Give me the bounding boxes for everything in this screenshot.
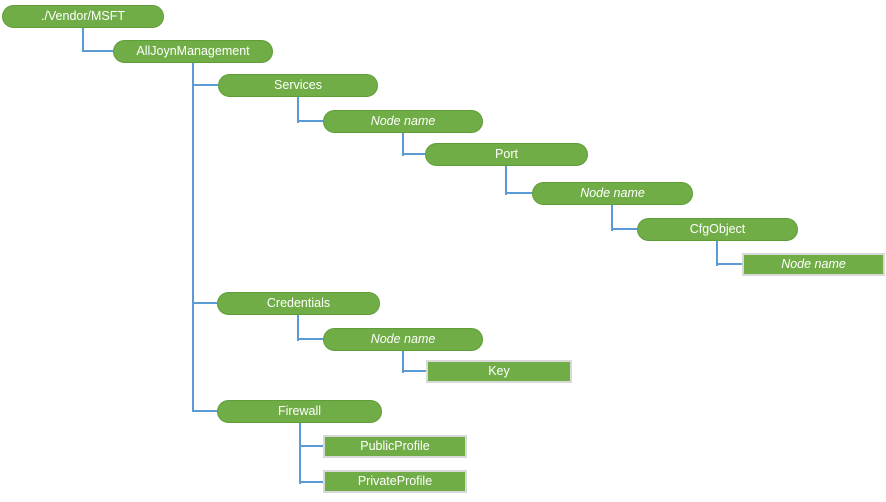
connector-segment [82, 28, 84, 52]
tree-node-cfgobject-node-name: Node name [742, 253, 885, 276]
tree-node-label: Node name [580, 185, 645, 200]
tree-node-label: Key [488, 363, 510, 378]
connector-segment [192, 63, 194, 412]
connector-segment [193, 302, 217, 304]
connector-segment [716, 241, 718, 266]
connector-segment [403, 370, 426, 372]
tree-node-vendor-msft: ./Vendor/MSFT [2, 5, 164, 28]
connector-segment [193, 410, 217, 412]
tree-node-port-node-name: Node name [532, 182, 693, 205]
connector-segment [505, 166, 507, 195]
connector-segment [300, 481, 323, 483]
tree-node-label: Credentials [266, 295, 331, 310]
tree-node-privateprofile: PrivateProfile [323, 470, 467, 493]
connector-segment [612, 228, 637, 230]
tree-node-label: Firewall [277, 403, 322, 418]
tree-node-credentials-node-name: Node name [323, 328, 483, 351]
connector-segment [506, 192, 532, 194]
tree-node-label: Node name [370, 331, 436, 346]
connector-segment [297, 97, 299, 123]
tree-node-firewall: Firewall [217, 400, 382, 423]
tree-node-port: Port [425, 143, 588, 166]
connector-segment [298, 338, 323, 340]
tree-node-key: Key [426, 360, 572, 383]
tree-node-label: AllJoynManagement [136, 43, 250, 58]
connector-segment [403, 153, 425, 155]
connector-segment [300, 445, 323, 447]
connector-segment [298, 120, 323, 122]
tree-node-credentials: Credentials [217, 292, 380, 315]
connector-segment [297, 315, 299, 341]
connector-segment [402, 351, 404, 373]
tree-node-label: PublicProfile [360, 438, 430, 453]
tree-node-services-node-name: Node name [323, 110, 483, 133]
connector-segment [611, 205, 613, 231]
tree-node-label: Services [274, 77, 322, 92]
connector-segment [402, 133, 404, 156]
tree-node-services: Services [218, 74, 378, 97]
tree-node-publicprofile: PublicProfile [323, 435, 467, 458]
connector-segment [717, 263, 742, 265]
tree-node-label: Port [495, 146, 518, 161]
tree-node-alljoynmanagement: AllJoynManagement [113, 40, 273, 63]
connector-segment [83, 50, 113, 52]
tree-node-label: CfgObject [689, 221, 746, 236]
tree-node-label: Node name [370, 113, 436, 128]
tree-node-label: ./Vendor/MSFT [40, 8, 126, 23]
tree-node-cfgobject: CfgObject [637, 218, 798, 241]
tree-node-label: Node name [781, 256, 846, 271]
tree-node-label: PrivateProfile [357, 473, 433, 488]
connector-segment [299, 423, 301, 484]
connector-segment [193, 84, 218, 86]
